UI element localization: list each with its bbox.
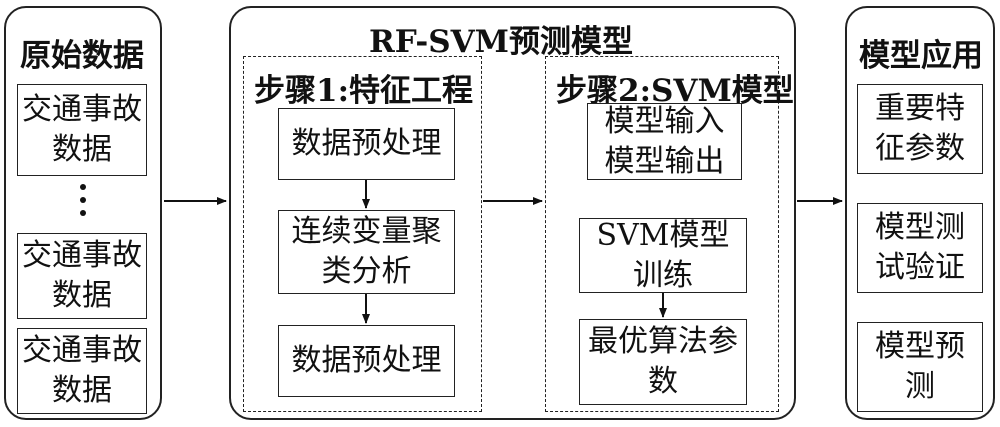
step2-box-svm-training: SVM模型训练 (579, 218, 747, 293)
step1-box-preprocess-2: 数据预处理 (278, 325, 455, 397)
raw-data-item-2: 交通事故数据 (17, 233, 147, 319)
step1-box-preprocess: 数据预处理 (278, 108, 455, 180)
step2-box-optimal-params: 最优算法参数 (579, 319, 747, 405)
app-model-validation: 模型测试验证 (857, 203, 983, 293)
ellipsis-icon (79, 184, 87, 223)
step1-title: 步骤1:特征工程 (254, 73, 474, 109)
raw-data-title: 原始数据 (20, 38, 144, 74)
app-model-prediction: 模型预测 (857, 322, 983, 412)
model-application-title: 模型应用 (859, 38, 983, 74)
step1-region: 步骤1:特征工程 (243, 56, 482, 412)
rf-svm-model-title: RF-SVM预测模型 (369, 24, 633, 60)
app-key-features: 重要特征参数 (857, 84, 983, 174)
raw-data-item-3: 交通事故数据 (17, 328, 147, 414)
raw-data-item-1: 交通事故数据 (17, 84, 147, 176)
step1-box-clustering: 连续变量聚类分析 (278, 210, 455, 294)
step2-box-io: 模型输入模型输出 (587, 103, 742, 180)
